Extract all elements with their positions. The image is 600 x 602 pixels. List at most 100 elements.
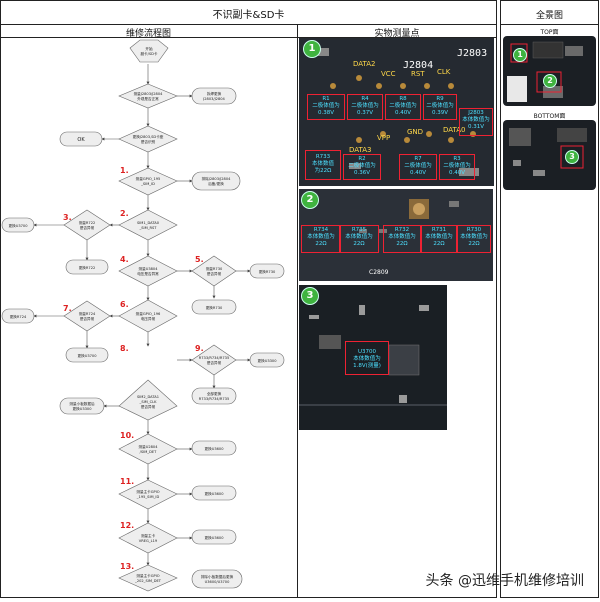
flow-start-shape	[129, 39, 169, 63]
box-r731	[421, 225, 457, 253]
step-11: 11.	[120, 477, 134, 486]
val-r7: R7 二极体值为 0.40V	[404, 156, 432, 176]
decision-q13	[118, 564, 178, 592]
val-r9: R9 二极体值为 0.39V	[426, 96, 454, 116]
overview-badge-2: 2	[543, 74, 557, 88]
svg-text:_SIM_ID: _SIM_ID	[140, 182, 155, 186]
decision-q3b	[118, 209, 178, 241]
decision-q9	[191, 344, 237, 376]
watermark: 头条 @迅维手机维修培训	[425, 573, 584, 589]
decision-q2	[118, 125, 178, 153]
node-q3: 测量GPIO_195	[136, 176, 161, 181]
box-a13b	[191, 569, 243, 589]
step-4: 4.	[120, 255, 129, 264]
label-j2804: J2804	[403, 60, 434, 71]
box-a10	[59, 397, 105, 415]
overview-divider	[500, 24, 599, 25]
svg-text:外观是否正常: 外观是否正常	[137, 96, 159, 101]
node-q5: 测量U3804	[139, 266, 159, 271]
col-divider	[297, 24, 298, 598]
box-r2	[343, 154, 381, 180]
pin-vpp: VPP	[377, 134, 391, 142]
decision-q7	[63, 300, 111, 332]
node-a10: 测量小板数据后	[69, 401, 95, 406]
svg-text:J2803/J2804: J2803/J2804	[202, 97, 225, 101]
node-q7: 测量R724	[79, 311, 96, 316]
node-a9b: 全部更换	[207, 391, 222, 396]
box-a9b	[191, 387, 237, 405]
val-r733a: R733 本体数值 为22Ω	[311, 154, 334, 174]
decision-q6	[118, 299, 178, 333]
decision-q10	[118, 433, 178, 465]
decision-q8	[118, 379, 178, 421]
svg-text:更换U3300: 更换U3300	[73, 406, 93, 411]
box-a1	[191, 87, 237, 105]
val-r731: R731 本体数值为 22Ω	[425, 227, 453, 247]
measure-photo-2: 2 R734 本体数值为 22Ω R735 本体数值为 22Ω R732 本体数…	[299, 189, 493, 281]
decision-q5	[118, 255, 178, 287]
overview-frame	[500, 0, 599, 598]
svg-text:_SIM_RST: _SIM_RST	[138, 226, 157, 230]
box-r734	[301, 225, 341, 253]
decision-q5b	[191, 255, 237, 287]
node-q13: 测量主卡GPIO	[136, 573, 159, 578]
val-sdram: U3700 本体数值为 1.8V(测量)	[353, 349, 381, 369]
svg-text:R733/R734/R735: R733/R734/R735	[199, 397, 230, 401]
node-a13b: 排除小板数据后更换	[201, 574, 234, 579]
node-ok: OK	[77, 137, 85, 143]
step-7: 7.	[63, 304, 72, 313]
page-title: 不识副卡&SD卡	[212, 10, 285, 21]
node-q1: 测量J2803/J2804	[134, 91, 164, 96]
subheader-divider	[0, 37, 497, 38]
pin-data2: DATA2	[353, 60, 376, 68]
overview-top-board: 1 2	[503, 36, 596, 106]
box-a12	[191, 485, 237, 501]
flowchart: 1. 2. 3. 4. 5. 6. 7. 8. 9. 10. 11. 12. 1…	[1, 39, 285, 592]
svg-text:副卡/SD卡: 副卡/SD卡	[140, 51, 157, 56]
box-a3b	[1, 217, 35, 233]
measure-badge-3: 3	[301, 287, 319, 305]
step-6: 6.	[120, 300, 129, 309]
step-1: 1.	[120, 166, 129, 175]
svg-text:电压异常: 电压异常	[141, 316, 156, 321]
node-a7b: 更换U3700	[78, 353, 98, 358]
node-a9: 更换U3300	[258, 358, 278, 363]
photo3-traces	[299, 305, 447, 406]
pin-rst: RST	[411, 70, 425, 78]
node-q8: SIM2_DATA1	[137, 395, 159, 399]
val-r732: R732 本体数值为 22Ω	[388, 227, 416, 247]
node-q5b: 测量R730	[206, 266, 223, 271]
svg-text:_195_SIM_ID: _195_SIM_ID	[136, 495, 160, 499]
decision-q3	[118, 167, 178, 196]
box-j2803	[459, 108, 493, 136]
svg-text:电压是否异常: 电压是否异常	[137, 271, 159, 276]
step-3: 3.	[63, 213, 72, 222]
decision-q11	[118, 479, 178, 510]
val-r1: R1 二极体值为 0.38V	[312, 96, 340, 116]
box-a5r	[249, 263, 285, 279]
box-a7b	[65, 347, 109, 363]
pin-gnd: GND	[407, 128, 424, 136]
svg-text:U3600/U3700: U3600/U3700	[205, 580, 230, 584]
box-r1	[307, 94, 345, 120]
node-start: 开始	[145, 46, 153, 51]
box-a13	[191, 529, 237, 545]
step-2: 2.	[120, 209, 129, 218]
step-13: 13.	[120, 562, 134, 571]
node-a13: 更换U3600	[205, 535, 225, 540]
svg-text:是否异常: 是否异常	[207, 360, 222, 365]
overview-badge-3: 3	[565, 150, 579, 164]
svg-text:是否异常: 是否异常	[80, 316, 95, 321]
box-a7	[1, 308, 35, 324]
label-c2809: C2809	[369, 269, 389, 276]
pin-data3: DATA3	[349, 146, 372, 154]
val-r734: R734 本体数值为 22Ω	[307, 227, 335, 247]
pin-vcc: VCC	[381, 70, 396, 78]
node-q4: 测量R722	[79, 220, 96, 225]
measure-badge-2: 2	[301, 191, 319, 209]
node-a3b: 更换U3700	[9, 223, 29, 228]
svg-text:是否异常: 是否异常	[80, 225, 95, 230]
box-r735	[339, 225, 379, 253]
box-a9	[249, 352, 285, 368]
box-r8	[385, 94, 421, 120]
